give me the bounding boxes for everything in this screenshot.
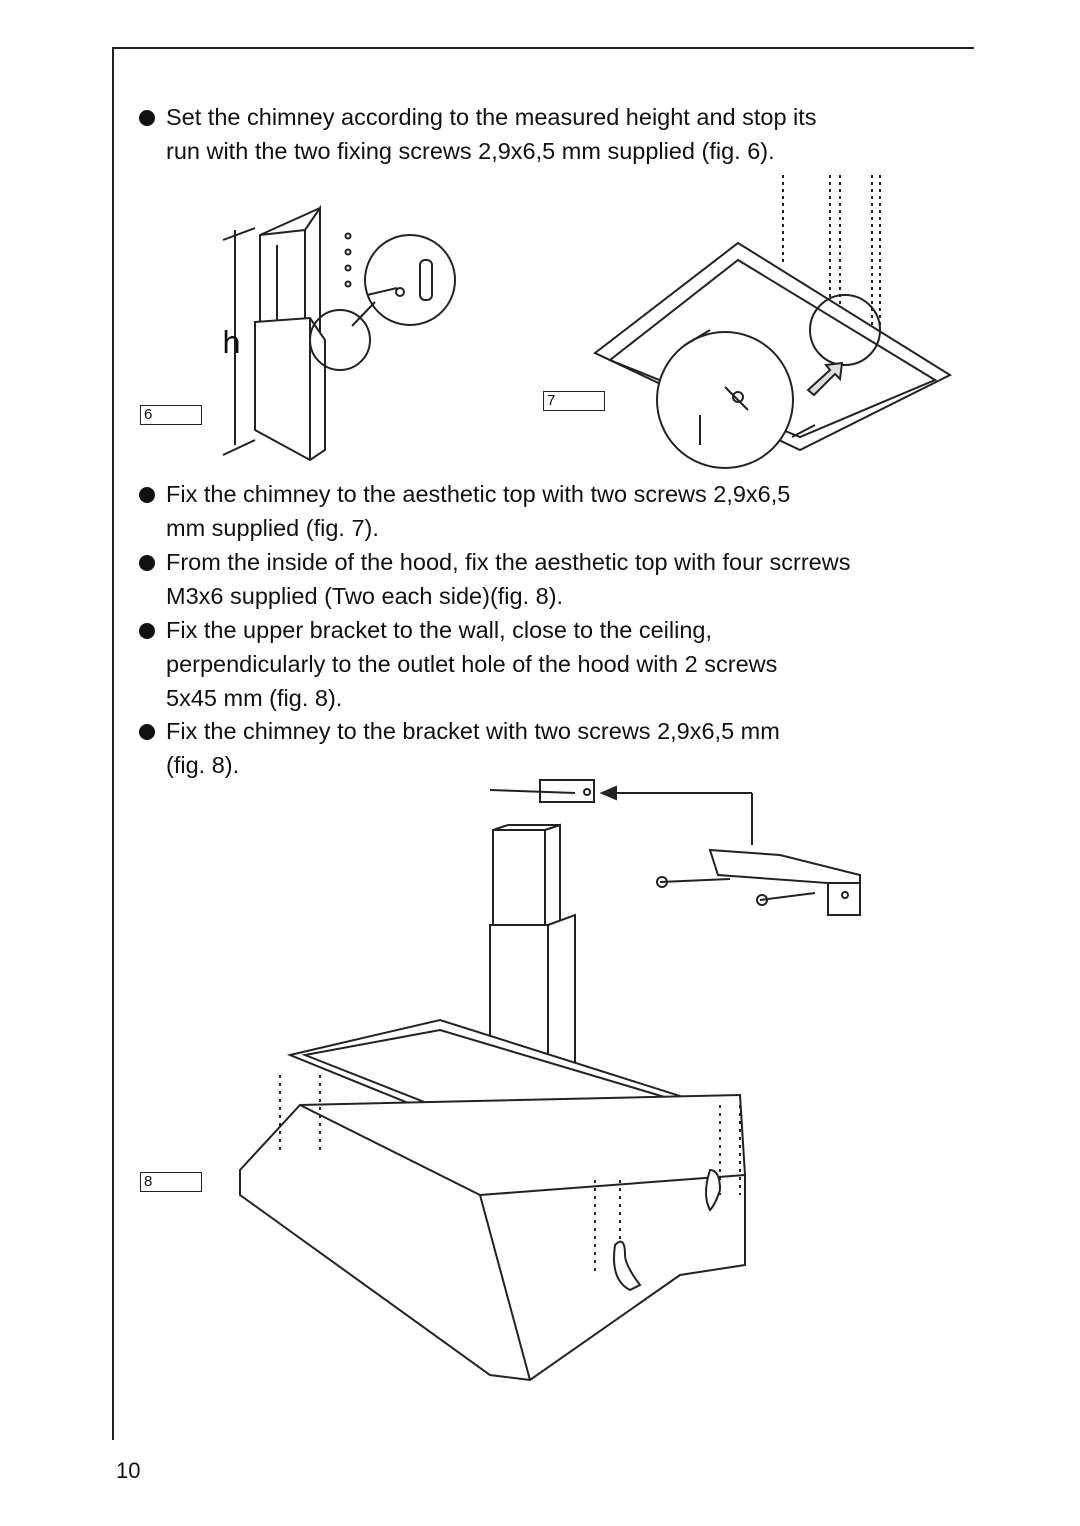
instruction-3: From the inside of the hood, fix the aes… (139, 545, 949, 613)
fig6-height-label: h (222, 326, 242, 361)
instruction-2: Fix the chimney to the aesthetic top wit… (139, 477, 949, 545)
figure-8-hood-assembly (239, 779, 861, 1382)
figure-6-chimney (222, 204, 456, 462)
instruction-text: Fix the chimney to the aesthetic top wit… (166, 481, 791, 541)
bullet-dot (139, 555, 155, 571)
fig7-label: 7 (543, 391, 605, 411)
instruction-4: Fix the upper bracket to the wall, close… (139, 613, 949, 715)
instruction-1: Set the chimney according to the measure… (139, 100, 949, 168)
fig6-label: 6 (140, 405, 202, 425)
fig8-label-text: 8 (144, 1173, 153, 1190)
bullet-dot (139, 487, 155, 503)
bullet-dot (139, 110, 155, 126)
figure-7-aesthetic-top (593, 175, 953, 469)
instruction-text: Set the chimney according to the measure… (166, 104, 817, 164)
fig8-label: 8 (140, 1172, 202, 1192)
page-left-rule (112, 47, 114, 1440)
fig7-label-text: 7 (547, 392, 556, 409)
bullet-dot (139, 623, 155, 639)
fig6-label-text: 6 (144, 406, 153, 423)
instruction-5: Fix the chimney to the bracket with two … (139, 714, 949, 782)
instruction-text: Fix the chimney to the bracket with two … (166, 718, 780, 778)
instruction-text: From the inside of the hood, fix the aes… (166, 549, 851, 609)
page-number: 10 (116, 1458, 141, 1483)
bullet-dot (139, 724, 155, 740)
instruction-text: Fix the upper bracket to the wall, close… (166, 617, 778, 711)
page-top-rule (112, 47, 974, 49)
